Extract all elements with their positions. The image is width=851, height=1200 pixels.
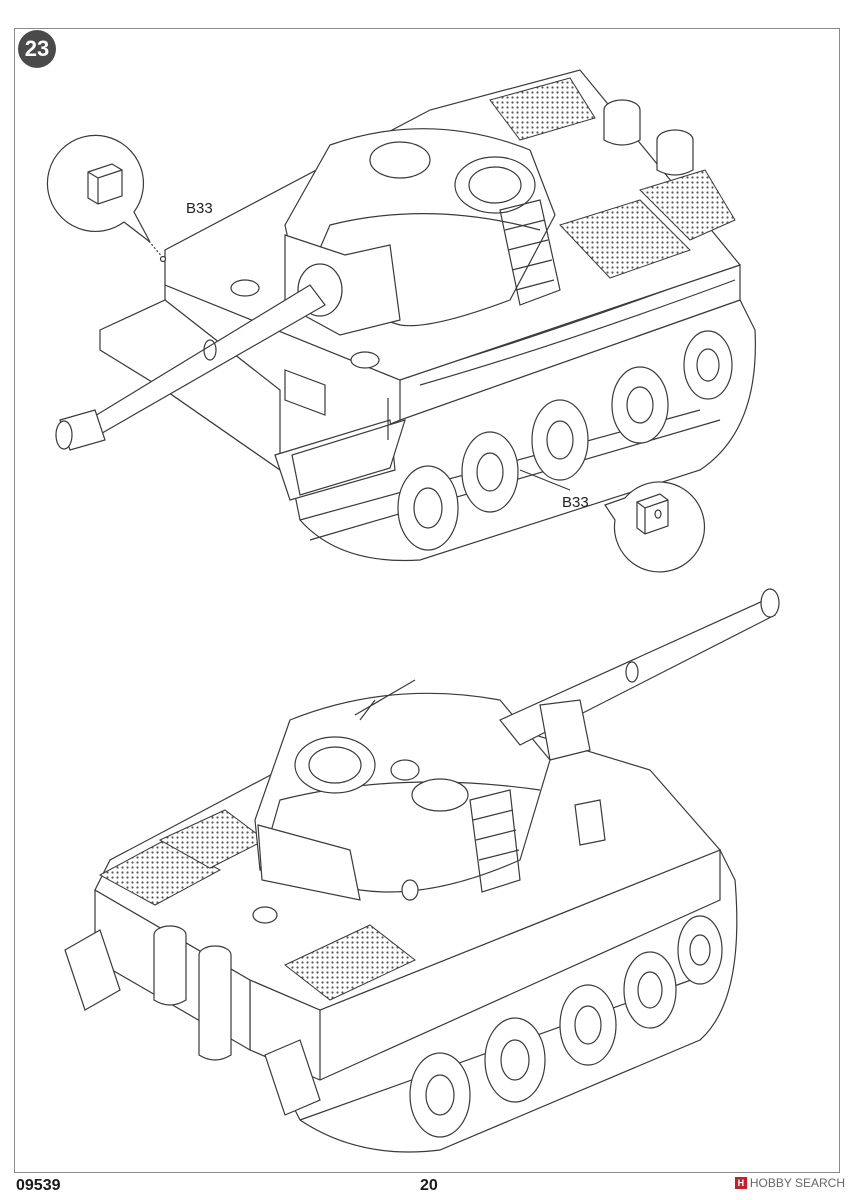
watermark-text: HOBBY SEARCH (749, 1176, 845, 1190)
watermark-logo-icon: H (734, 1177, 747, 1189)
step-number-badge: 23 (18, 30, 56, 68)
kit-code: 09539 (16, 1177, 61, 1194)
page-frame (14, 28, 840, 1173)
page-number: 20 (420, 1177, 438, 1194)
road-wheels-front (397, 330, 733, 551)
watermark: H HOBBY SEARCH (734, 1176, 845, 1190)
tank-view-rear (64, 588, 780, 1153)
road-wheels-rear (409, 915, 723, 1138)
callout-bubble-part-2 (604, 481, 706, 573)
part-label-lower: B33 (562, 494, 589, 511)
part-label-upper: B33 (186, 200, 213, 217)
tank-view-front (55, 69, 756, 562)
callout-bubble-part-1 (46, 134, 151, 243)
